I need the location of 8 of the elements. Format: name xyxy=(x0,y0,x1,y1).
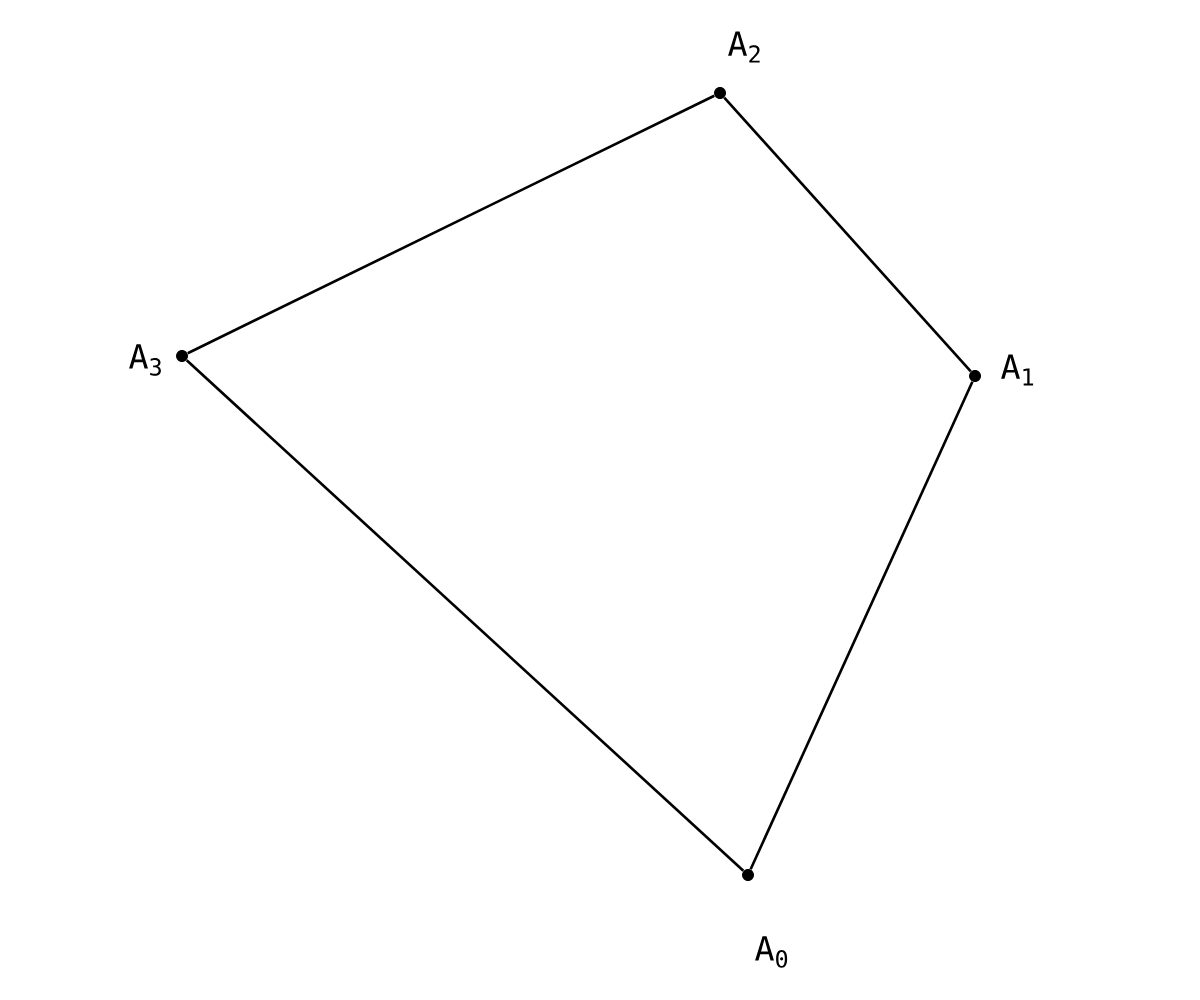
point-label: A$_{0}$ xyxy=(755,936,788,968)
line-segment xyxy=(187,94,715,355)
point-label: A$_{2}$ xyxy=(728,31,760,63)
point-label: A$_{3}$ xyxy=(129,344,161,376)
point-label: A$_{1}$ xyxy=(1001,354,1034,386)
line-segment xyxy=(749,381,974,870)
line-segment xyxy=(723,96,972,373)
line-segment xyxy=(185,359,745,872)
